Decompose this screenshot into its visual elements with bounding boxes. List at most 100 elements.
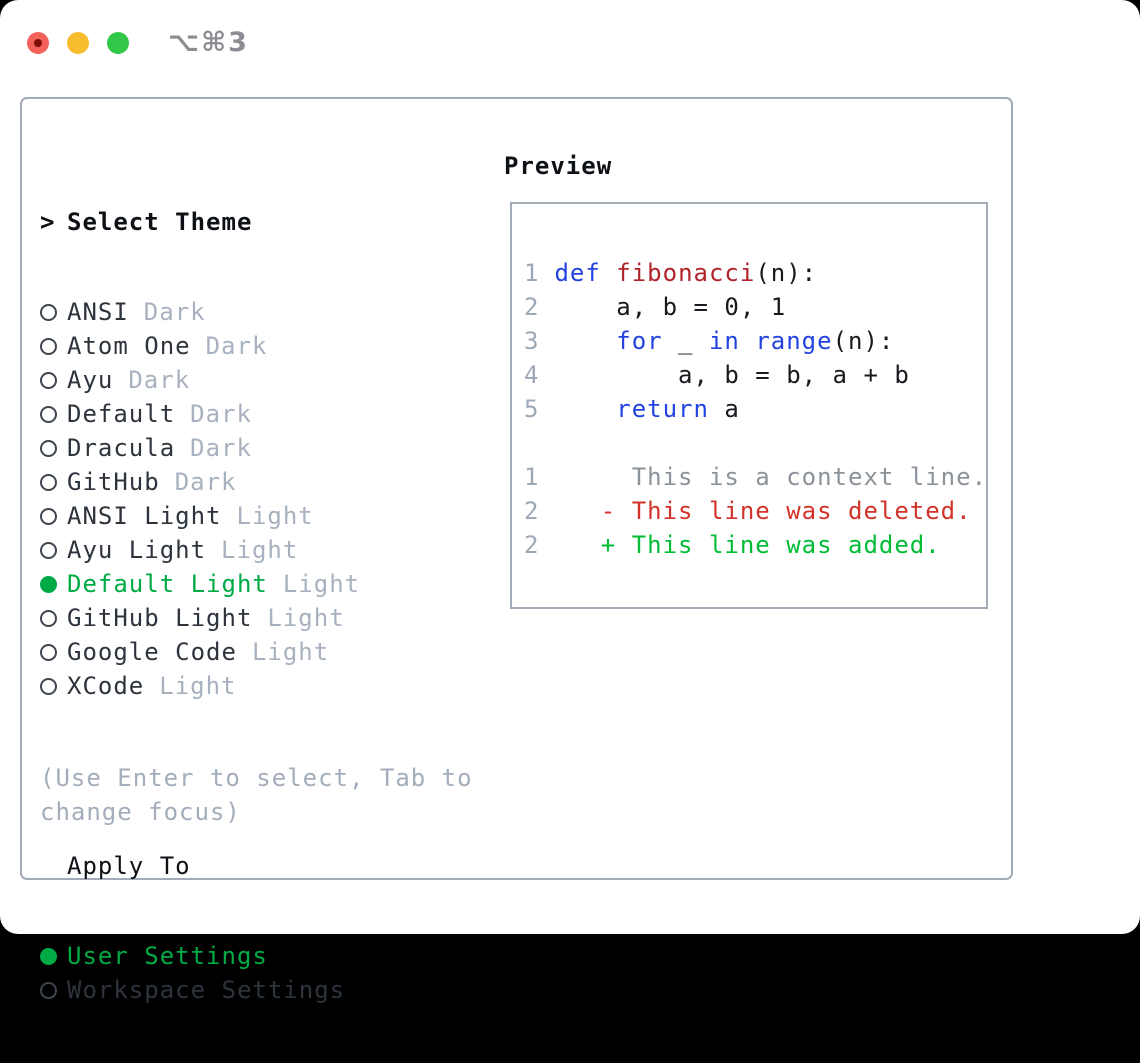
code-line-2: 2 a, b = 0, 1 <box>524 290 987 324</box>
prompt-cell: > <box>40 208 67 236</box>
code-text: - This line was deleted. <box>554 497 971 525</box>
theme-option-github-light[interactable]: GitHub Light Light <box>40 601 360 635</box>
theme-name: Ayu <box>67 366 114 394</box>
code-line-3: 3 for _ in range(n): <box>524 324 987 358</box>
theme-variant-tag: Dark <box>143 298 206 326</box>
code-preview: 1 def fibonacci(n): 2 a, b = 0, 1 3 for _… <box>524 256 987 562</box>
radio-icon <box>40 541 57 559</box>
apply-option-name: User Settings <box>67 942 268 970</box>
apply-to-header: Apply To <box>40 849 360 883</box>
code-token: a <box>708 395 740 423</box>
keyboard-hint: (Use Enter to select, Tab to change focu… <box>40 764 473 826</box>
marker-cell <box>40 541 67 559</box>
apply-option-user-settings[interactable]: User Settings <box>40 939 360 973</box>
theme-name: Ayu Light <box>67 536 207 564</box>
theme-name: Default <box>67 400 176 428</box>
code-text: def fibonacci(n): <box>554 259 817 287</box>
radio-icon <box>40 677 57 695</box>
marker-cell <box>40 609 67 627</box>
preview-title-row: Preview <box>504 149 612 183</box>
theme-list-header: > Select Theme <box>40 205 360 239</box>
code-text: return a <box>554 395 739 423</box>
theme-option-default-light[interactable]: Default Light Light <box>40 567 360 601</box>
theme-name: GitHub Light <box>67 604 253 632</box>
marker-cell <box>40 473 67 491</box>
minimize-button[interactable] <box>67 31 89 54</box>
theme-list-title: Select Theme <box>67 208 253 236</box>
theme-variant-tag: Light <box>267 604 345 632</box>
line-number: 1 <box>524 259 540 287</box>
radio-icon <box>40 643 57 661</box>
code-token: a, b = 0, 1 <box>554 293 787 321</box>
apply-option-workspace-settings[interactable]: Workspace Settings <box>40 973 360 1007</box>
preview-title: Preview <box>504 152 613 180</box>
theme-name: Atom One <box>67 332 191 360</box>
theme-name: ANSI Light <box>67 502 222 530</box>
marker-cell <box>40 677 67 695</box>
code-token: _ <box>662 327 709 355</box>
code-token: range <box>755 327 833 355</box>
line-number: 1 <box>524 463 540 491</box>
code-token: + This line was added. <box>554 531 941 559</box>
theme-variant-tag: Dark <box>190 434 252 462</box>
theme-variant-tag: Light <box>282 570 361 598</box>
code-token: def <box>554 259 601 287</box>
marker-cell <box>40 303 67 321</box>
code-line-1: 1 def fibonacci(n): <box>524 256 987 290</box>
code-line-6 <box>524 426 987 460</box>
code-text: + This line was added. <box>554 531 940 559</box>
line-number: 5 <box>524 395 540 423</box>
code-token: return <box>616 395 709 423</box>
zoom-button[interactable] <box>107 31 129 54</box>
radio-icon <box>40 981 57 999</box>
apply-to-title: Apply To <box>67 852 191 880</box>
theme-variant-tag: Light <box>159 672 237 700</box>
window-shortcut-label: ⌥⌘3 <box>168 27 249 58</box>
theme-option-default[interactable]: Default Dark <box>40 397 360 431</box>
theme-variant-tag: Dark <box>174 468 237 496</box>
radio-icon <box>40 609 57 627</box>
apply-option-name: Workspace Settings <box>67 976 346 1004</box>
code-text: This is a context line. <box>554 463 987 491</box>
code-token <box>554 327 616 355</box>
marker-cell <box>40 405 67 423</box>
close-button[interactable] <box>27 31 49 54</box>
code-token: a, b = b, a + b <box>554 361 910 389</box>
radio-icon <box>40 947 57 965</box>
code-text: a, b = b, a + b <box>554 361 909 389</box>
marker-cell <box>40 337 67 355</box>
prompt-caret-icon: > <box>40 208 56 236</box>
theme-name: Default Light <box>67 570 268 598</box>
theme-name: GitHub <box>67 468 160 496</box>
code-token: in <box>708 327 740 355</box>
theme-option-github[interactable]: GitHub Dark <box>40 465 360 499</box>
code-line-5: 5 return a <box>524 392 987 426</box>
code-token <box>740 327 755 355</box>
code-token: fibonacci <box>616 259 756 287</box>
marker-cell <box>40 439 67 457</box>
code-line-8: 2 - This line was deleted. <box>524 494 987 528</box>
theme-variant-tag: Dark <box>128 366 191 394</box>
code-token <box>554 395 616 423</box>
radio-icon <box>40 575 57 593</box>
radio-icon <box>40 405 57 423</box>
code-line-9: 2 + This line was added. <box>524 528 987 562</box>
theme-variant-tag: Dark <box>190 400 252 428</box>
radio-icon <box>40 473 57 491</box>
marker-cell <box>40 947 67 965</box>
radio-icon <box>40 507 57 525</box>
code-token: for <box>616 327 663 355</box>
theme-option-ayu[interactable]: Ayu Dark <box>40 363 360 397</box>
radio-icon <box>40 337 57 355</box>
marker-cell <box>40 371 67 389</box>
